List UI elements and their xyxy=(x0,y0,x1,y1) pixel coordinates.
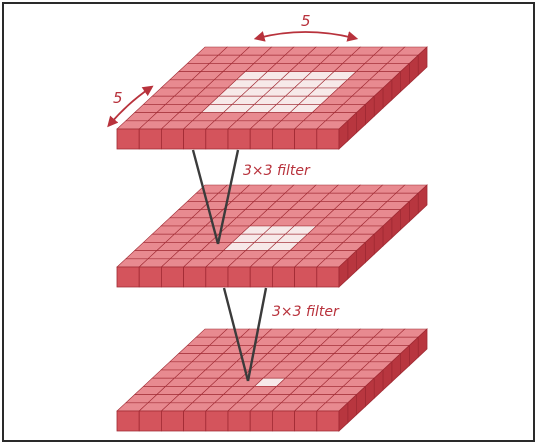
cube-front-face xyxy=(249,410,273,432)
cube-front-face xyxy=(160,410,185,432)
cube-front-face xyxy=(249,128,273,150)
line-upper-left xyxy=(191,149,220,245)
cube-front-face xyxy=(271,410,296,432)
lower-filter-label: 3×3 filter xyxy=(272,304,340,320)
cube-side-face xyxy=(338,257,349,288)
input-layer-grid xyxy=(116,46,428,150)
cube-front-face xyxy=(227,410,251,432)
cube-front-face xyxy=(316,128,340,150)
cube-front-face xyxy=(227,128,251,150)
cube-side-face xyxy=(338,401,349,432)
cube-front-face xyxy=(316,410,340,432)
middle-layer-grid xyxy=(116,184,428,288)
cube-front-face xyxy=(160,128,185,150)
cube-front-face xyxy=(249,266,273,288)
cube-front-face xyxy=(116,128,140,150)
upper-filter-label: 3×3 filter xyxy=(243,163,311,179)
line-lower-left xyxy=(222,287,250,382)
receptive-field-lines xyxy=(191,149,268,382)
cube-front-face xyxy=(116,266,140,288)
cube-front-face xyxy=(138,266,162,288)
cube-front-face xyxy=(294,266,318,288)
cube-front-face xyxy=(316,266,340,288)
cube-front-face xyxy=(294,410,318,432)
output-layer-grid xyxy=(116,328,428,432)
cube-front-face xyxy=(160,266,185,288)
cube-front-face xyxy=(183,128,207,150)
cube-front-face xyxy=(183,410,207,432)
cube-front-face xyxy=(138,128,162,150)
depth-arrow xyxy=(107,85,154,128)
cube-front-face xyxy=(116,410,140,432)
depth-label: 5 xyxy=(113,89,123,107)
cube-front-face xyxy=(271,266,296,288)
cube-side-face xyxy=(338,119,349,150)
width-arrow xyxy=(253,31,359,42)
width-label: 5 xyxy=(301,12,311,30)
cube-front-face xyxy=(205,128,229,150)
cube-front-face xyxy=(138,410,162,432)
cube-front-face xyxy=(294,128,318,150)
cube-front-face xyxy=(183,266,207,288)
cube-front-face xyxy=(205,410,229,432)
cube-front-face xyxy=(271,128,296,150)
cube-front-face xyxy=(227,266,251,288)
line-upper-right xyxy=(216,149,240,245)
line-lower-right xyxy=(246,287,268,382)
cube-front-face xyxy=(205,266,229,288)
